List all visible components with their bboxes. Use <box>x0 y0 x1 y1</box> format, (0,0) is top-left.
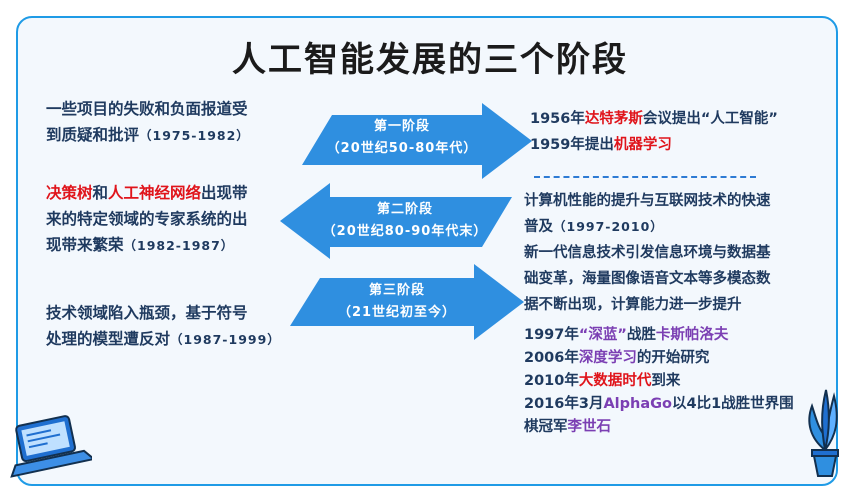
right-stage3-text: 1997年“深蓝”战胜卡斯帕洛夫 2006年深度学习的开始研究 2010年大数据… <box>524 324 794 439</box>
event1-mid: 战胜 <box>626 327 656 343</box>
event4-rest: 以4比1战胜世界围 <box>672 396 794 412</box>
left-stage3-years: （1987-1999） <box>170 332 281 347</box>
highlight-deep-blue: “深蓝” <box>578 327 627 343</box>
right-stage3-event4: 2016年3月AlphaGo以4比1战胜世界围 <box>524 393 794 416</box>
page-title: 人工智能发展的三个阶段 <box>232 40 628 80</box>
left-stage1-text: 一些项目的失败和负面报道受 到质疑和批评（1975-1982） <box>46 96 250 149</box>
left-stage2-text: 决策树和人工神经网络出现带 来的特定领域的专家系统的出 现带来繁荣（1982-1… <box>46 180 248 259</box>
right-stage2-years: （1997-2010） <box>553 219 664 234</box>
left-stage1-line1: 一些项目的失败和负面报道受 <box>46 100 248 118</box>
highlight-kasparov: 卡斯帕洛夫 <box>655 327 729 343</box>
plant-icon <box>808 389 839 477</box>
left-stage2-and: 和 <box>92 184 109 202</box>
right-stage2-line3: 新一代信息技术引发信息环境与数据基 <box>524 245 771 261</box>
left-stage3-line1: 技术领域陷入瓶颈，基于符号 <box>46 304 248 322</box>
left-stage2-years: （1982-1987） <box>123 238 235 253</box>
stage3-name: 第三阶段 <box>368 283 425 298</box>
stage2-period: （20世纪80-90年代末） <box>322 224 488 239</box>
stage1-period: （20世纪50-80年代） <box>326 141 478 156</box>
right-stage1-year1: 1956年 <box>530 111 585 127</box>
highlight-decision-tree: 决策树 <box>46 184 93 202</box>
highlight-machine-learning: 机器学习 <box>613 137 672 153</box>
event4-year: 2016年3月 <box>524 396 604 412</box>
highlight-big-data: 大数据时代 <box>578 373 652 389</box>
right-stage3-event1: 1997年“深蓝”战胜卡斯帕洛夫 <box>524 324 794 347</box>
highlight-alphago: AlphaGo <box>603 396 672 412</box>
left-stage3-line2a: 处理的模型遭反对 <box>46 330 171 348</box>
highlight-neural-network: 人工神经网络 <box>108 184 202 202</box>
stage2-arrow <box>280 183 512 259</box>
right-stage1-year2: 1959年提出 <box>530 137 614 153</box>
dashed-divider <box>534 176 756 178</box>
stage3-arrow <box>290 264 524 340</box>
stage1-arrow-label: 第一阶段 （20世纪50-80年代） <box>312 116 492 160</box>
left-stage3-text: 技术领域陷入瓶颈，基于符号 处理的模型遭反对（1987-1999） <box>46 300 281 353</box>
highlight-dartmouth: 达特茅斯 <box>584 111 643 127</box>
event5-pre: 棋冠军 <box>524 419 568 435</box>
right-stage1-line1: 1956年达特茅斯会议提出“人工智能” <box>530 106 778 132</box>
right-stage1-line2: 1959年提出机器学习 <box>530 132 778 158</box>
right-stage2-line2a: 普及 <box>524 219 553 235</box>
left-stage1-line2a: 到质疑和批评 <box>46 126 140 144</box>
left-stage2-line3: 现带来繁荣（1982-1987） <box>46 232 248 259</box>
event3-year: 2010年 <box>524 373 579 389</box>
right-stage2-line2: 普及（1997-2010） <box>524 214 771 240</box>
stage3-arrow-label: 第三阶段 （21世纪初至今） <box>312 280 482 324</box>
left-stage1-years: （1975-1982） <box>139 128 250 143</box>
laptop-icon <box>10 415 92 478</box>
right-stage3-event3: 2010年大数据时代到来 <box>524 370 794 393</box>
left-stage2-line1: 决策树和人工神经网络出现带 <box>46 180 248 206</box>
event3-rest: 到来 <box>651 373 681 389</box>
left-stage2-rest1: 出现带 <box>201 184 248 202</box>
highlight-lee-sedol: 李世石 <box>567 419 612 435</box>
stage3-period: （21世纪初至今） <box>337 305 457 320</box>
event1-year: 1997年 <box>524 327 579 343</box>
right-stage3-event2: 2006年深度学习的开始研究 <box>524 347 794 370</box>
event2-year: 2006年 <box>524 350 579 366</box>
right-stage2-line4: 础变革，海量图像语音文本等多模态数 <box>524 271 771 287</box>
right-stage2-line5: 据不断出现，计算能力进一步提升 <box>524 297 742 313</box>
right-stage1-text: 1956年达特茅斯会议提出“人工智能” 1959年提出机器学习 <box>530 106 778 158</box>
right-stage2-line1: 计算机性能的提升与互联网技术的快速 <box>524 193 771 209</box>
left-stage1-line2: 到质疑和批评（1975-1982） <box>46 122 250 149</box>
right-stage2-text: 计算机性能的提升与互联网技术的快速 普及（1997-2010） 新一代信息技术引… <box>524 188 771 318</box>
stage1-arrow <box>302 103 532 179</box>
stage1-name: 第一阶段 <box>373 119 430 134</box>
content-panel <box>16 16 838 486</box>
left-stage3-line2: 处理的模型遭反对（1987-1999） <box>46 326 281 353</box>
left-stage2-line3a: 现带来繁荣 <box>46 236 124 254</box>
left-stage2-line2: 来的特定领域的专家系统的出 <box>46 210 248 228</box>
stage2-arrow-label: 第二阶段 （20世纪80-90年代末） <box>310 199 500 243</box>
right-stage1-line1-rest: 会议提出“人工智能” <box>642 111 778 127</box>
stage2-name: 第二阶段 <box>376 202 433 217</box>
right-stage3-event5: 棋冠军李世石 <box>524 416 794 439</box>
event2-rest: 的开始研究 <box>636 350 710 366</box>
highlight-deep-learning: 深度学习 <box>578 350 637 366</box>
